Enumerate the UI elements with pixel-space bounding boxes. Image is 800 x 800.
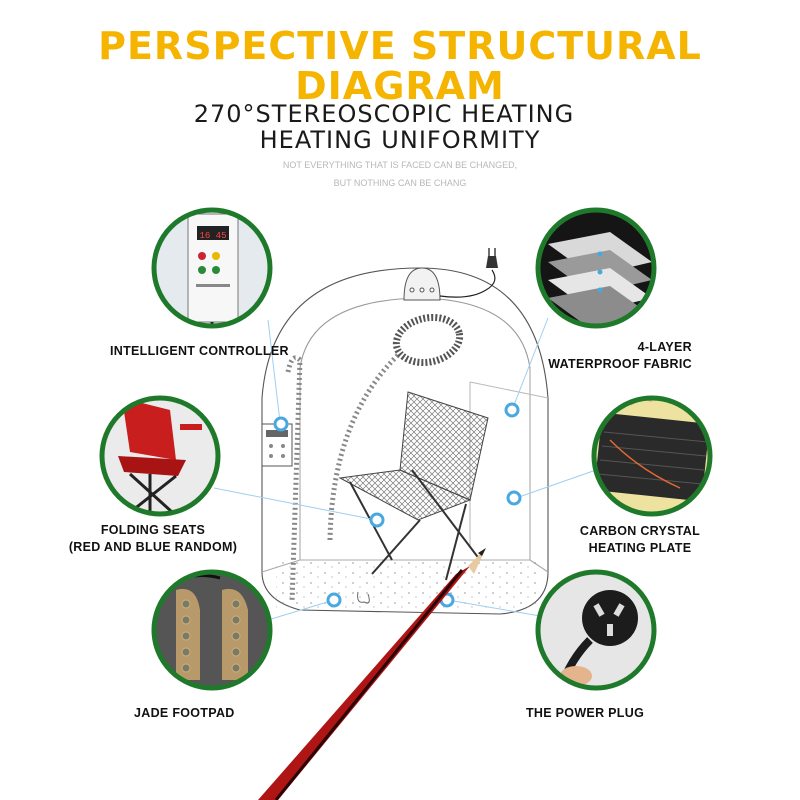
heating-plate-photo bbox=[591, 395, 713, 517]
label-power-plug: THE POWER PLUG bbox=[526, 706, 645, 720]
label-intelligent-controller: INTELLIGENT CONTROLLER bbox=[110, 344, 289, 358]
hotspot-footpad bbox=[326, 592, 342, 608]
controller-photo bbox=[151, 207, 273, 329]
hotspot-controller bbox=[273, 416, 289, 432]
page-title-line1: PERSPECTIVE STRUCTURAL bbox=[98, 24, 702, 68]
label-seats-line2: (RED AND BLUE RANDOM) bbox=[68, 540, 238, 554]
jade-footpad-photo bbox=[151, 569, 273, 691]
label-heater-line2: HEATING PLATE bbox=[588, 541, 692, 555]
label-seats: FOLDING SEATS (RED AND BLUE RANDOM) bbox=[28, 522, 278, 556]
label-heater: CARBON CRYSTAL HEATING PLATE bbox=[566, 523, 714, 557]
subtitle-line1: 270°STEREOSCOPIC HEATING bbox=[193, 100, 575, 128]
power-plug-photo bbox=[535, 569, 657, 691]
floor-pattern bbox=[276, 560, 538, 608]
neck-pillow bbox=[392, 313, 464, 367]
footprint-left bbox=[357, 591, 370, 604]
pencil bbox=[258, 548, 486, 800]
hotspot-seats bbox=[369, 512, 385, 528]
power-cable bbox=[439, 269, 496, 298]
heating-strip-left bbox=[285, 355, 303, 603]
controller-display-readout: 16 45 bbox=[199, 231, 226, 241]
page-title-line2: DIAGRAM bbox=[295, 64, 505, 108]
label-fabric-line1: 4-LAYER bbox=[637, 340, 692, 354]
chair-sketch bbox=[338, 391, 489, 581]
label-fabric-line2: WATERPROOF FABRIC bbox=[548, 357, 692, 371]
fabric-layers-photo bbox=[535, 207, 657, 329]
mini-plug-icon bbox=[486, 256, 498, 268]
label-fabric: 4-LAYER WATERPROOF FABRIC bbox=[538, 339, 692, 373]
hotspot-markers bbox=[273, 402, 522, 608]
connector-lines bbox=[213, 317, 597, 621]
label-jade-footpad: JADE FOOTPAD bbox=[134, 706, 235, 720]
subtitle-line2: HEATING UNIFORMITY bbox=[259, 126, 541, 154]
roof-vent bbox=[403, 267, 441, 301]
hotspot-heater bbox=[506, 490, 522, 506]
hotspot-fabric bbox=[504, 402, 520, 418]
label-seats-line1: FOLDING SEATS bbox=[100, 523, 206, 537]
tagline-line2: BUT NOTHING CAN BE CHANG bbox=[333, 178, 467, 188]
heating-strip-center bbox=[327, 353, 400, 541]
folding-seat-photo bbox=[99, 395, 221, 517]
label-heater-line1: CARBON CRYSTAL bbox=[579, 524, 701, 538]
tagline-line1: NOT EVERYTHING THAT IS FACED CAN BE CHAN… bbox=[282, 160, 518, 170]
